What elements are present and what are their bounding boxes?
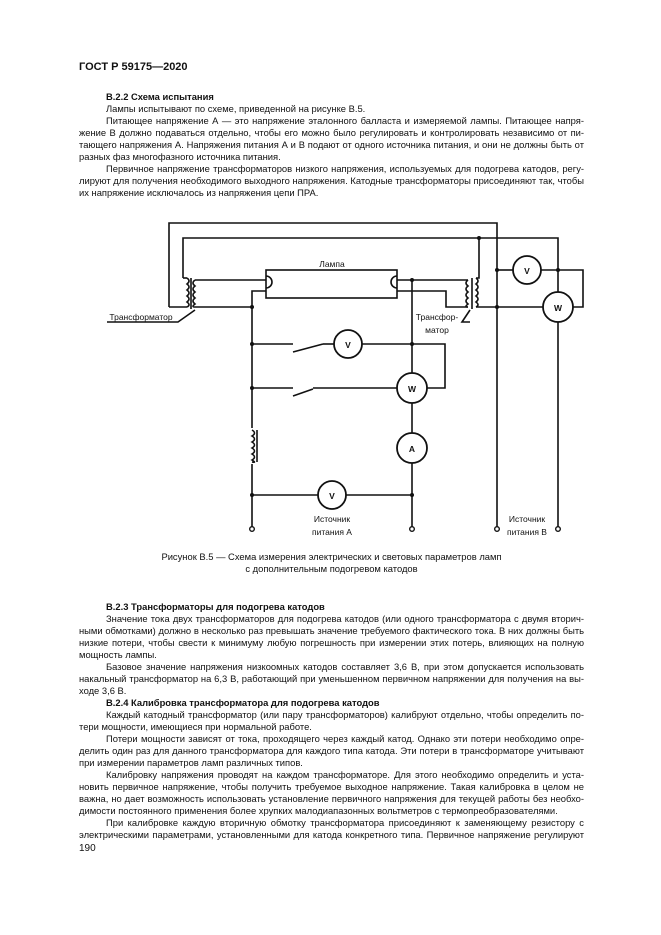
transformer-left-label: Трансформатор [109, 312, 172, 322]
paragraph-line: ходе 3,6 В. [79, 685, 127, 696]
meter-label: V [329, 491, 335, 501]
ammeter-icon [396, 432, 428, 464]
paragraph-line: тери мощности, имеющиеся при нормальной … [79, 721, 312, 732]
document-header: ГОСТ Р 59175—2020 [79, 61, 188, 73]
paragraph-line: Потери мощности зависят от тока, проходя… [106, 733, 584, 744]
voltmeter-source-a-icon [317, 480, 347, 510]
paragraph-line: При калибровке каждую вторичную обмотку … [106, 817, 584, 828]
voltmeter-lamp-icon [333, 329, 363, 359]
terminal-icon [409, 526, 416, 533]
source-b-label: питания В [507, 527, 547, 537]
caption-line: Рисунок В.5 — Схема измерения электричес… [161, 551, 502, 562]
section-heading: В.2.3 Трансформаторы для подогрева катод… [106, 601, 325, 612]
paragraph-line: низкие потери, чтобы свести к минимуму л… [79, 637, 584, 648]
page-number: 190 [79, 843, 96, 854]
meter-label: W [554, 303, 563, 313]
lamp-label: Лампа [319, 259, 345, 269]
paragraph-line: накальный трансформатор на 6,3 В, работа… [79, 673, 584, 684]
paragraph-line: новить первичное напряжение, чтобы получ… [79, 781, 584, 792]
paragraph-line: Базовое значение напряжения низкоомных к… [106, 661, 584, 672]
section-b23: В.2.3 Трансформаторы для подогрева катод… [79, 601, 584, 697]
caption-line: с дополнительным подогревом катодов [245, 563, 418, 574]
paragraph-line: жение В должно подаваться отдельно, чтоб… [79, 127, 584, 138]
paragraph-line: Питающее напряжение А — это напряжение э… [106, 115, 584, 126]
source-a-label: Источник [314, 514, 351, 524]
paragraph-line: Калибровку напряжения проводят на каждом… [106, 769, 584, 780]
meter-label: W [408, 384, 417, 394]
terminal-icon [555, 526, 562, 533]
paragraph-line: электрическими параметрами, установленны… [79, 829, 584, 840]
meter-label: A [409, 444, 415, 454]
paragraph-line: при измерении параметров ламп различных … [79, 757, 303, 768]
paragraph-line: Значение тока двух трансформаторов для п… [106, 613, 584, 624]
paragraph-line: лируют для получения необходимого выходн… [79, 175, 584, 186]
paragraph-line: мощность лампы. [79, 649, 157, 660]
terminal-icon [248, 526, 255, 533]
voltmeter-b-icon [512, 255, 542, 285]
section-heading: В.2.2 Схема испытания [106, 91, 214, 102]
paragraph-line: Первичное напряжение трансформаторов низ… [106, 163, 584, 174]
source-b-label: Источник [509, 514, 546, 524]
wires [107, 222, 584, 528]
wattmeter-lamp-icon [396, 372, 428, 404]
paragraph-line: разных фаз многофазного источника питани… [79, 151, 281, 162]
wattmeter-b-icon [542, 291, 574, 323]
terminals [248, 526, 562, 533]
section-b24: В.2.4 Калибровка трансформатора для подо… [79, 697, 584, 841]
paragraph-line: тающего напряжения А. Напряжения питания… [79, 139, 584, 150]
source-a-label: питания А [312, 527, 352, 537]
transformer-right-label: Трансфор- [416, 312, 459, 322]
paragraph-line: их напряжение исключалось из напряжения … [79, 187, 319, 198]
figure-caption: Рисунок В.5 — Схема измерения электричес… [79, 551, 584, 575]
terminal-icon [494, 526, 501, 533]
paragraph-line: важна, но дает возможность использовать … [79, 793, 584, 804]
paragraph-line: Каждый катодный трансформатор (или пару … [106, 709, 584, 720]
transformer-right-label: матор [425, 325, 449, 335]
paragraph-line: делить один раз для данного трансформато… [79, 745, 584, 756]
junction-dots [250, 236, 560, 497]
meter-label: V [345, 340, 351, 350]
paragraph-line: ными обмотками) должно в несколько раз п… [79, 625, 584, 636]
section-heading: В.2.4 Калибровка трансформатора для подо… [106, 697, 380, 708]
ballast-inductor-icon [248, 428, 258, 464]
paragraph-line: Лампы испытывают по схеме, приведенной н… [106, 103, 366, 114]
paragraph-line: димости постоянного применения более хру… [79, 805, 558, 816]
meter-label: V [524, 266, 530, 276]
